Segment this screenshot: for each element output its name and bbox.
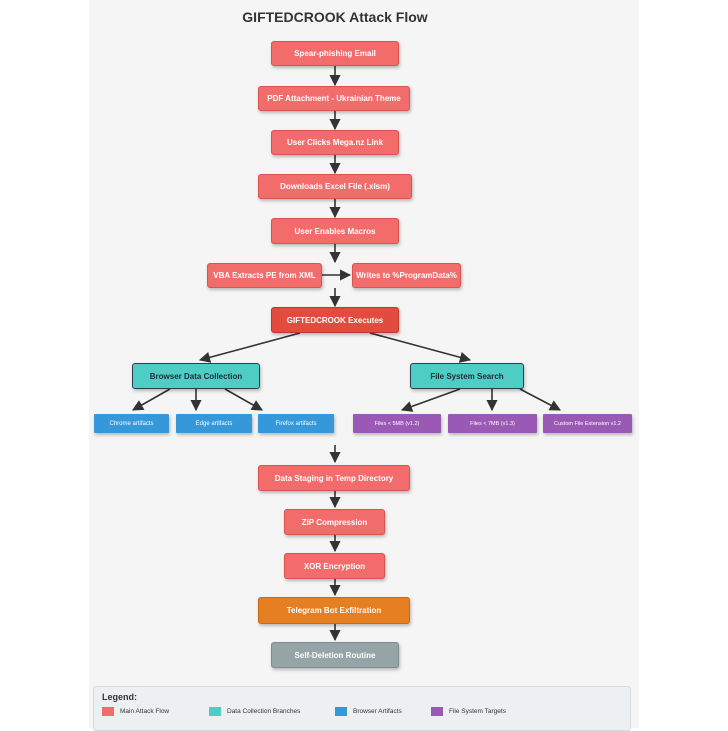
- node-custom-extension: Custom File Extension v1.2: [543, 414, 632, 433]
- legend: Legend: Main Attack Flow Data Collection…: [93, 686, 631, 731]
- edge-executes-browser: [198, 332, 301, 363]
- node-edge-artifacts: Edge artifacts: [176, 414, 252, 433]
- legend-label: Browser Artifacts: [353, 708, 402, 715]
- node-file-system-search: File System Search: [410, 363, 524, 389]
- node-vba-extracts: VBA Extracts PE from XML: [207, 263, 322, 288]
- node-files-7mb: Files < 7MB (v1.3): [448, 414, 537, 433]
- node-writes-programdata: Writes to %ProgramData%: [352, 263, 461, 288]
- edge-browser-chrome: [132, 388, 171, 411]
- edge-fs-files5: [400, 388, 461, 412]
- node-downloads-excel: Downloads Excel File (.xlsm): [258, 174, 412, 199]
- node-pdf-attachment: PDF Attachment - Ukrainian Theme: [258, 86, 410, 111]
- legend-swatch-file: [431, 707, 443, 716]
- node-chrome-artifacts: Chrome artifacts: [94, 414, 169, 433]
- legend-label: Main Attack Flow: [120, 708, 170, 715]
- node-enables-macros: User Enables Macros: [271, 218, 399, 244]
- legend-item-main-attack-flow: Main Attack Flow: [102, 707, 169, 716]
- node-spear-phishing-email: Spear-phishing Email: [271, 41, 399, 66]
- node-self-deletion: Self-Deletion Routine: [271, 642, 399, 668]
- node-giftedcrook-executes: GIFTEDCROOK Executes: [271, 307, 399, 333]
- legend-label: File System Targets: [449, 708, 506, 715]
- node-telegram-exfiltration: Telegram Bot Exfiltration: [258, 597, 410, 624]
- legend-swatch-browser: [335, 707, 347, 716]
- legend-swatch-branch: [209, 707, 221, 716]
- edge-executes-filesystem: [369, 332, 472, 363]
- legend-title: Legend:: [102, 692, 137, 702]
- node-browser-data-collection: Browser Data Collection: [132, 363, 260, 389]
- legend-label: Data Collection Branches: [227, 708, 301, 715]
- edge-browser-firefox: [224, 388, 263, 411]
- node-xor-encryption: XOR Encryption: [284, 553, 385, 579]
- diagram-title: GIFTEDCROOK Attack Flow: [242, 9, 428, 25]
- node-user-clicks-link: User Clicks Mega.nz Link: [271, 130, 399, 155]
- legend-item-browser-artifacts: Browser Artifacts: [335, 707, 402, 716]
- legend-item-file-system-targets: File System Targets: [431, 707, 506, 716]
- edge-fs-custom: [519, 388, 561, 411]
- legend-item-data-collection: Data Collection Branches: [209, 707, 300, 716]
- node-files-5mb: Files < 5MB (v1.2): [353, 414, 441, 433]
- node-data-staging: Data Staging in Temp Directory: [258, 465, 410, 491]
- legend-swatch-main: [102, 707, 114, 716]
- node-firefox-artifacts: Firefox artifacts: [258, 414, 334, 433]
- node-zip-compression: ZIP Compression: [284, 509, 385, 535]
